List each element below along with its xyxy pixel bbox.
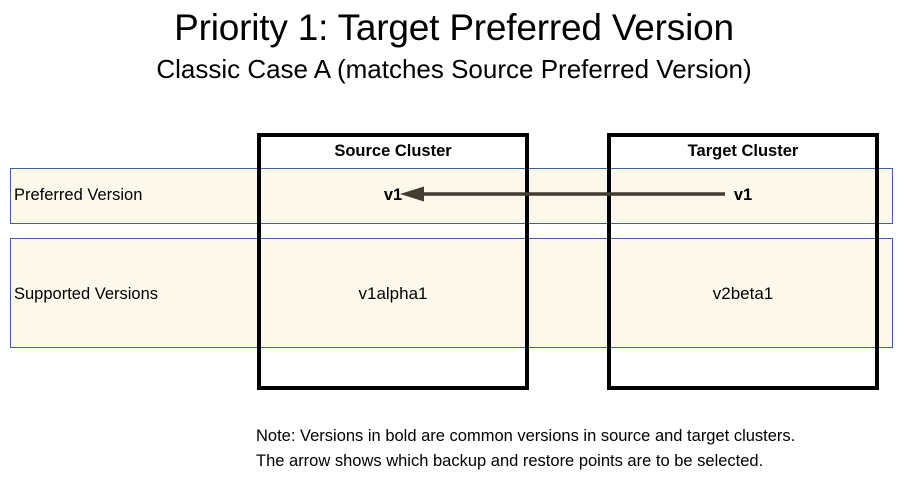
note-line-1: Note: Versions in bold are common versio… [256, 427, 796, 445]
cell-target-supported-versions: v2beta1 [712, 284, 774, 303]
cell-source-supported-versions: v1alpha1 [358, 284, 428, 303]
cell-source-preferred-version: v1 [383, 186, 403, 204]
source-cluster-box [257, 133, 529, 390]
target-cluster-header: Target Cluster [687, 142, 799, 160]
source-cluster-header: Source Cluster [334, 142, 452, 160]
version-selection-arrow-icon [400, 186, 725, 202]
cell-target-preferred-version: v1 [733, 186, 753, 204]
row-label-supported-versions: Supported Versions [14, 285, 159, 303]
row-label-preferred-version: Preferred Version [14, 186, 143, 204]
page-subtitle: Classic Case A (matches Source Preferred… [156, 54, 752, 84]
page-title: Priority 1: Target Preferred Version [174, 7, 734, 48]
target-cluster-box [607, 133, 879, 390]
table-row-supported-versions [10, 238, 893, 348]
note-text: Note: Versions in bold are common versio… [256, 424, 795, 474]
table-row-preferred-version [10, 168, 893, 224]
note-line-2: The arrow shows which backup and restore… [256, 452, 764, 471]
